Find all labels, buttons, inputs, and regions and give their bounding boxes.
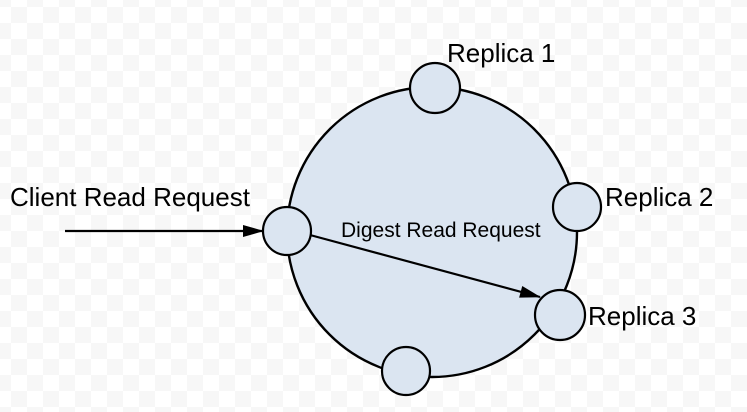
label-replica-3: Replica 3	[588, 301, 696, 331]
label-client-read-request: Client Read Request	[10, 182, 251, 212]
node-replica-1	[408, 61, 462, 115]
label-replica-1: Replica 1	[447, 38, 555, 68]
digest-read-arrow	[309, 233, 541, 299]
label-replica-2: Replica 2	[605, 182, 713, 212]
node-replica-3	[533, 288, 587, 342]
label-digest-read-request: Digest Read Request	[341, 219, 541, 242]
node-south	[380, 345, 432, 397]
node-coordinator	[261, 205, 313, 257]
node-replica-2	[551, 181, 603, 233]
